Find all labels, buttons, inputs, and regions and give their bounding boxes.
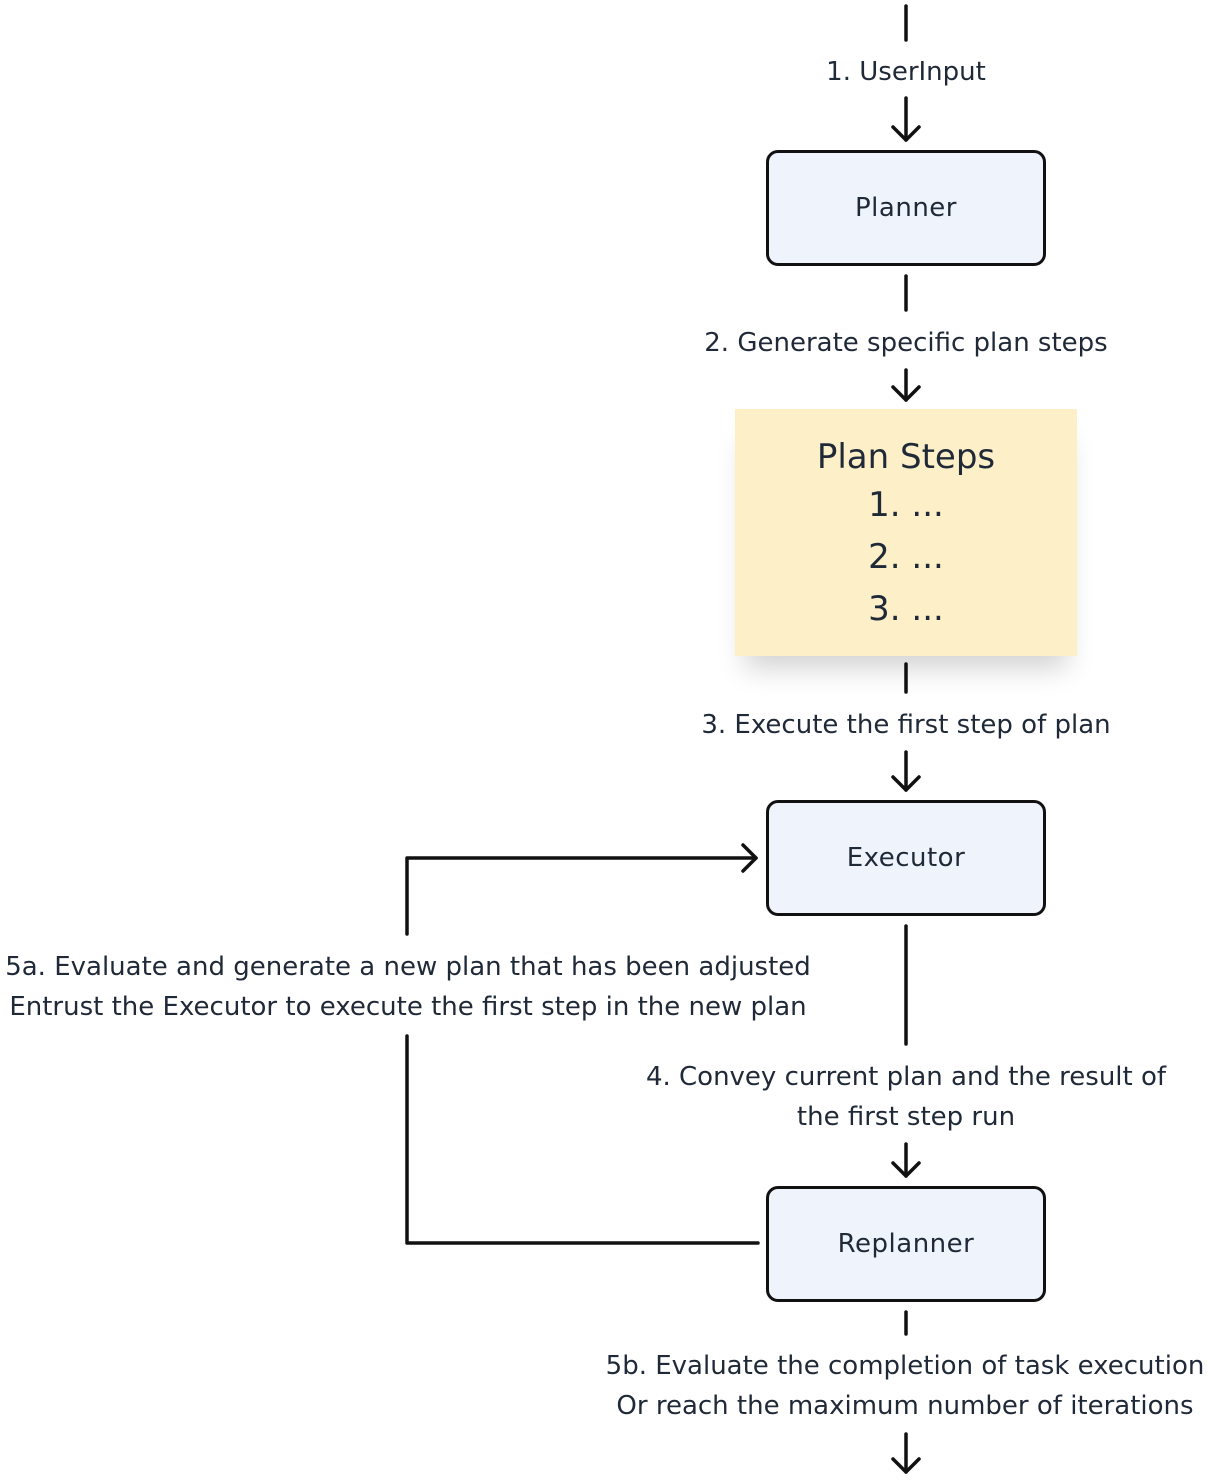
edge-loop-upper bbox=[405, 856, 758, 936]
plan-steps-card: Plan Steps 1. ... 2. ... 3. ... bbox=[735, 409, 1077, 656]
executor-node: Executor bbox=[766, 800, 1046, 916]
step5a-line2: Entrust the Executor to execute the firs… bbox=[9, 992, 807, 1022]
plan-step-item: 3. ... bbox=[868, 589, 944, 629]
planner-node: Planner bbox=[766, 150, 1046, 266]
step1-text: 1. UserInput bbox=[826, 57, 986, 87]
edge-label-step3: 3. Execute the first step of plan bbox=[680, 705, 1132, 745]
step5b-line2: Or reach the maximum number of iteration… bbox=[616, 1391, 1194, 1421]
step5a-line1: 5a. Evaluate and generate a new plan tha… bbox=[5, 952, 811, 982]
step5b-line1: 5b. Evaluate the completion of task exec… bbox=[605, 1351, 1205, 1381]
step4-line2: the first step run bbox=[796, 1102, 1016, 1132]
executor-label: Executor bbox=[846, 843, 966, 873]
edge-label-step4: 4. Convey current plan and the result of… bbox=[620, 1057, 1192, 1137]
planner-label: Planner bbox=[855, 193, 957, 223]
arrowhead-loop bbox=[741, 843, 758, 873]
edge-label-step2: 2. Generate specific plan steps bbox=[680, 323, 1132, 363]
step3-text: 3. Execute the first step of plan bbox=[701, 710, 1111, 740]
plan-step-item: 2. ... bbox=[868, 537, 944, 577]
plan-step-item: 1. ... bbox=[868, 485, 944, 525]
arrowhead-executor bbox=[891, 775, 921, 792]
replanner-node: Replanner bbox=[766, 1186, 1046, 1302]
edge-label-step5b: 5b. Evaluate the completion of task exec… bbox=[602, 1346, 1208, 1426]
step2-text: 2. Generate specific plan steps bbox=[704, 328, 1108, 358]
step4-line1: 4. Convey current plan and the result of bbox=[645, 1062, 1167, 1092]
arrowhead-userinput bbox=[891, 125, 921, 142]
edge-label-step5a: 5a. Evaluate and generate a new plan tha… bbox=[2, 947, 814, 1027]
arrowhead-replanner bbox=[891, 1161, 921, 1178]
replanner-label: Replanner bbox=[837, 1229, 975, 1259]
plan-steps-title: Plan Steps bbox=[816, 437, 996, 477]
edge-loop-lower bbox=[405, 1034, 760, 1245]
edge-label-step1: 1. UserInput bbox=[706, 52, 1106, 92]
arrowhead-exit bbox=[891, 1457, 921, 1474]
arrowhead-plansteps bbox=[891, 385, 921, 402]
